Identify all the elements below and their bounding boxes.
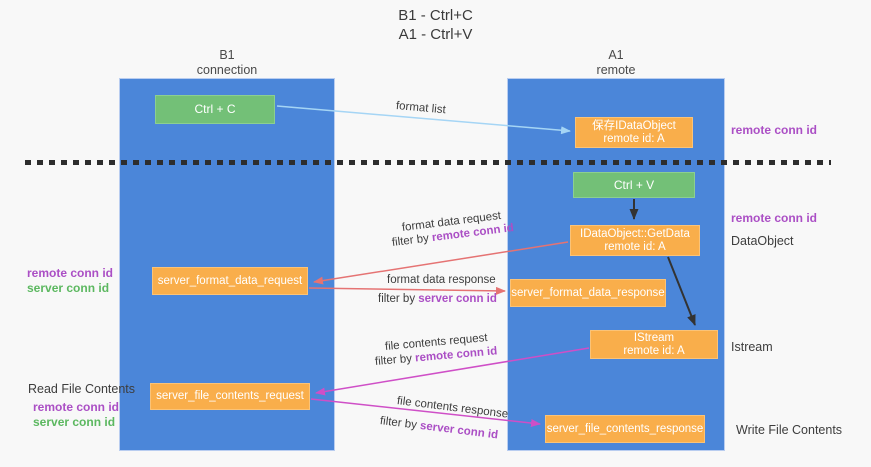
filter-prefix: filter by [378, 293, 419, 305]
column-header-b1: B1 connection [119, 48, 335, 78]
node-idataobject-getdata-line2: remote id: A [604, 240, 666, 253]
label-file-contents-response: file contents response [396, 395, 509, 421]
right-label-remote-conn-id-1: remote conn id [731, 123, 818, 137]
diagram-title-line1: B1 - Ctrl+C [398, 7, 473, 24]
node-istream: IStream remote id: A [590, 330, 718, 359]
diagram-title: B1 - Ctrl+C A1 - Ctrl+V [0, 6, 871, 44]
left-label-server-conn-id-2: server conn id [33, 415, 116, 429]
right-label-write-file-contents: Write File Contents [736, 423, 843, 437]
label-format-data-response: format data response [387, 274, 496, 286]
node-server-file-contents-response: server_file_contents_response [545, 415, 705, 443]
node-istream-line2: remote id: A [623, 344, 685, 357]
right-label-istream: Istream [731, 340, 773, 354]
column-a1-name: A1 [608, 48, 624, 62]
column-a1-subtitle: remote [596, 63, 636, 77]
label-filter-server-conn-id-2: filter by server conn id [379, 415, 498, 441]
column-header-a1: A1 remote [507, 48, 725, 78]
column-b1-subtitle: connection [196, 63, 258, 77]
node-server-format-data-response: server_format_data_response [510, 279, 666, 307]
node-ctrl-c: Ctrl + C [155, 95, 275, 124]
filter-key-server-conn-id: server conn id [419, 419, 499, 442]
right-label-dataobject: DataObject [731, 234, 794, 248]
node-server-file-contents-response-label: server_file_contents_response [546, 422, 704, 435]
node-server-format-data-request: server_format_data_request [152, 267, 308, 295]
diagram-title-line2: A1 - Ctrl+V [398, 26, 473, 43]
column-b1-name: B1 [219, 48, 235, 62]
node-save-idataobject-line1: 保存IDataObject [592, 119, 676, 132]
left-label-read-file-contents: Read File Contents [28, 382, 136, 396]
node-server-format-data-response-label: server_format_data_response [511, 286, 665, 299]
filter-prefix: filter by [379, 415, 421, 432]
dashed-separator-line [25, 160, 831, 165]
node-idataobject-getdata-line1: IDataObject::GetData [580, 227, 690, 240]
node-server-format-data-request-label: server_format_data_request [157, 274, 303, 287]
left-label-remote-conn-id: remote conn id [27, 266, 114, 280]
arrow-format-data-response [308, 286, 506, 295]
label-filter-server-conn-id-1: filter by server conn id [378, 293, 497, 305]
node-save-idataobject: 保存IDataObject remote id: A [575, 117, 693, 148]
label-format-list: format list [395, 100, 447, 117]
right-label-remote-conn-id-2: remote conn id [731, 211, 818, 225]
node-idataobject-getdata: IDataObject::GetData remote id: A [570, 225, 700, 256]
left-label-remote-conn-id-2: remote conn id [33, 400, 120, 414]
left-label-server-conn-id: server conn id [27, 281, 110, 295]
node-server-file-contents-request: server_file_contents_request [150, 383, 310, 410]
filter-key-server-conn-id: server conn id [418, 293, 497, 305]
filter-prefix: filter by [391, 232, 433, 249]
node-server-file-contents-request-label: server_file_contents_request [156, 390, 304, 402]
node-ctrl-v: Ctrl + V [573, 172, 695, 198]
node-ctrl-c-label: Ctrl + C [194, 102, 236, 116]
node-save-idataobject-line2: remote id: A [603, 132, 665, 145]
node-istream-line1: IStream [633, 331, 675, 344]
node-ctrl-v-label: Ctrl + V [613, 177, 655, 192]
filter-prefix: filter by [374, 352, 416, 368]
